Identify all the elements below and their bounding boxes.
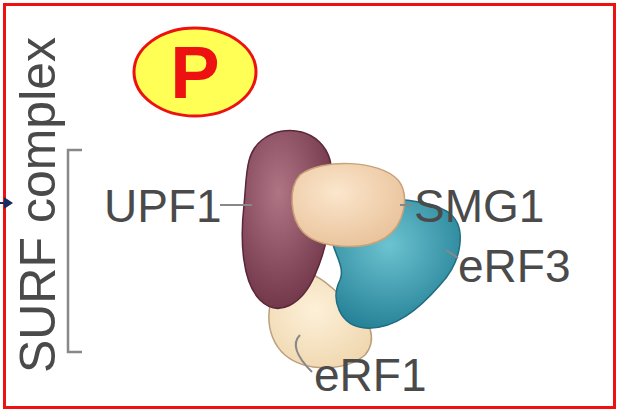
protein-label: UPF1 bbox=[104, 183, 222, 229]
label-circle: P bbox=[132, 26, 258, 118]
protein-label: SMG1 bbox=[414, 183, 544, 229]
leader-line bbox=[296, 335, 312, 372]
bracket bbox=[68, 150, 82, 352]
leader-line bbox=[400, 204, 412, 206]
group-label: SURF complex bbox=[13, 37, 63, 373]
node-letter: P bbox=[132, 26, 258, 118]
incoming-arrow bbox=[0, 197, 13, 209]
leader-line bbox=[446, 250, 458, 258]
leader-line bbox=[220, 204, 252, 206]
protein-label: eRF1 bbox=[314, 352, 426, 398]
smg1-protein bbox=[292, 164, 404, 247]
protein-label: eRF3 bbox=[458, 243, 570, 289]
